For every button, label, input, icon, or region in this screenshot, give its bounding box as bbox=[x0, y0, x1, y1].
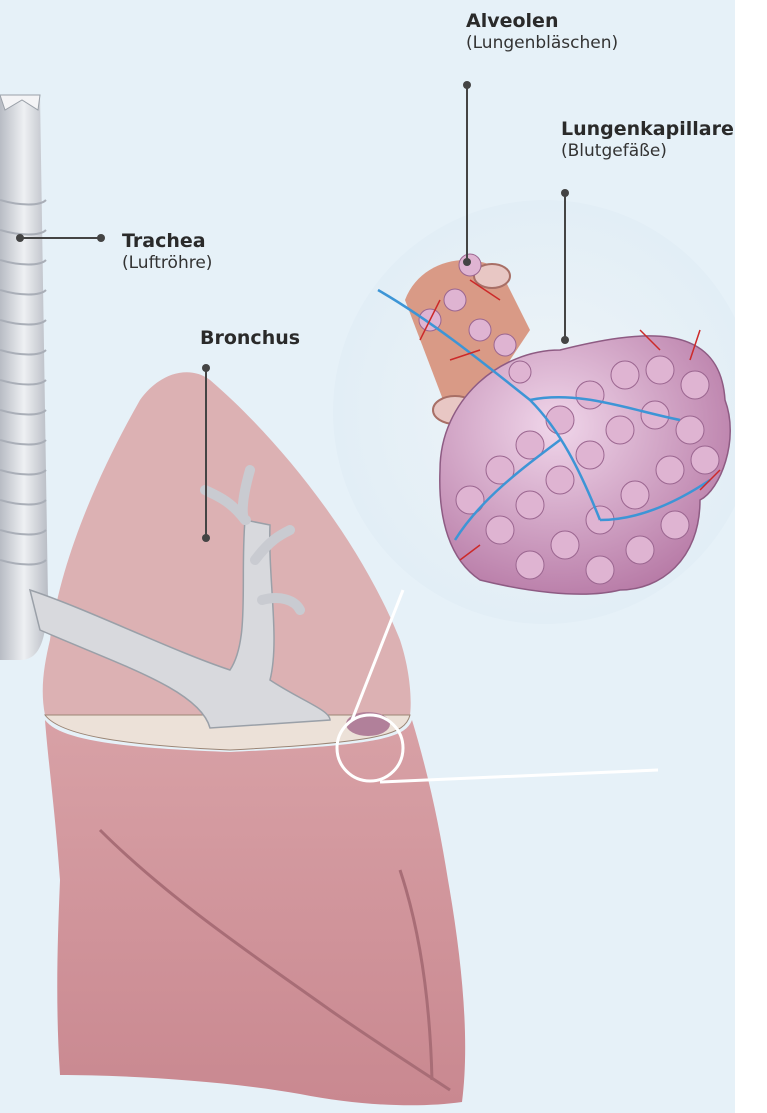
illustration-canvas bbox=[0, 0, 735, 1113]
bronchus-title: Bronchus bbox=[200, 327, 300, 350]
kapillare-subtitle: (Blutgefäße) bbox=[561, 141, 734, 161]
trachea-subtitle: (Luftröhre) bbox=[122, 253, 212, 273]
trachea-illustration bbox=[0, 95, 48, 660]
kapillare-title: Lungenkapillare bbox=[561, 118, 734, 141]
kapillare-label: Lungenkapillare (Blutgefäße) bbox=[561, 118, 734, 161]
lower-lung-lobe bbox=[45, 720, 465, 1105]
alveolen-subtitle: (Lungenbläschen) bbox=[466, 33, 618, 53]
alveolen-title: Alveolen bbox=[466, 10, 618, 33]
alveolen-label: Alveolen (Lungenbläschen) bbox=[466, 10, 618, 53]
trachea-label: Trachea (Luftröhre) bbox=[122, 230, 212, 273]
trachea-title: Trachea bbox=[122, 230, 212, 253]
bronchus-label: Bronchus bbox=[200, 327, 300, 350]
